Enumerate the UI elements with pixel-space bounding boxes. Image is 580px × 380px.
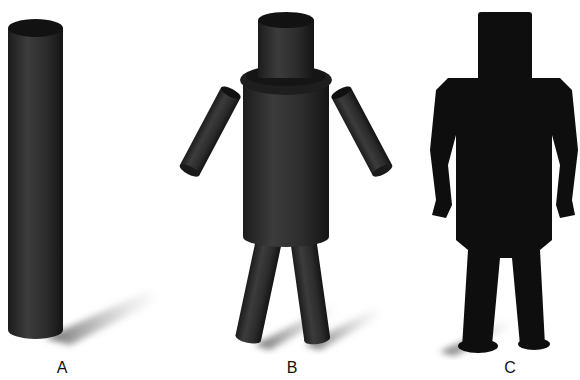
cylinder-man-figure	[178, 12, 394, 350]
figure-label: B	[287, 360, 298, 376]
cylinder-figure	[8, 19, 160, 345]
figure-label: A	[57, 360, 68, 376]
figure-label: C	[504, 360, 516, 376]
silhouette-figure	[430, 12, 578, 356]
